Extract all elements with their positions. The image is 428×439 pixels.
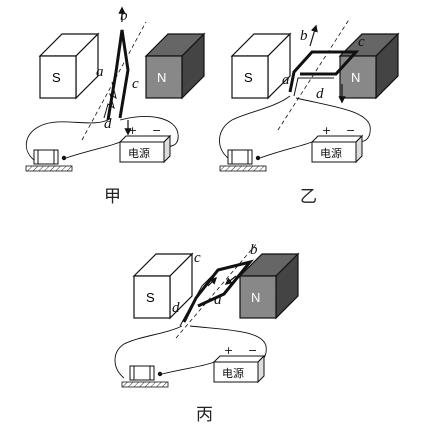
coil-label-b: b [120, 8, 128, 24]
force-arrow-up [309, 24, 318, 47]
magnet-s: S [38, 32, 100, 100]
panel-caption: 乙 [300, 187, 317, 207]
north-pole-label: N [351, 70, 360, 85]
wire-left [114, 325, 183, 379]
coil-label-b: b [250, 242, 258, 258]
panel-yi: S N b a c d [219, 17, 400, 207]
battery-minus: − [248, 344, 257, 357]
south-pole-label: S [52, 70, 61, 85]
coil [179, 259, 255, 327]
coil-label-c: c [132, 76, 139, 92]
coil-label-c: c [194, 250, 201, 266]
wire-left [25, 119, 109, 161]
switch [25, 149, 73, 172]
battery: 电源 + − [212, 344, 266, 384]
battery: 电源 + − [310, 124, 364, 164]
magnet-n: N [338, 32, 400, 100]
battery-minus: − [152, 124, 161, 137]
magnet-n: N [144, 32, 206, 100]
wire-left [219, 95, 291, 159]
battery-minus: − [346, 124, 355, 137]
switch [219, 149, 267, 172]
switch [121, 365, 169, 388]
current-arrow [207, 276, 218, 287]
south-pole-label: S [146, 290, 155, 305]
wire-switch-battery [259, 141, 313, 159]
coil-label-a: a [282, 72, 290, 88]
battery-label: 电源 [128, 146, 150, 160]
battery: 电源 + − [118, 124, 172, 164]
coil-label-b: b [300, 28, 308, 44]
magnet-s: S [132, 252, 194, 320]
panel-jia: S N b a c d [25, 6, 206, 207]
battery-plus: + [224, 344, 233, 357]
wire-switch-battery [161, 361, 215, 375]
magnet-n: N [238, 252, 300, 320]
coil-label-d: d [172, 300, 180, 316]
coil-label-c: c [358, 34, 365, 50]
coil-label-a: a [214, 292, 222, 308]
panel-caption: 甲 [104, 187, 121, 207]
wire-right [295, 97, 371, 142]
current-arrow [224, 275, 237, 285]
rotation-axis [175, 241, 259, 339]
coil-label-a: a [96, 64, 104, 80]
wire-switch-battery [65, 141, 121, 159]
south-pole-label: S [244, 70, 253, 85]
magnet-s: S [230, 32, 292, 100]
battery-plus: + [322, 124, 331, 137]
coil-label-d: d [104, 116, 112, 132]
coil-label-d: d [316, 86, 324, 102]
panel-caption: 丙 [196, 405, 213, 425]
north-pole-label: N [157, 70, 166, 85]
north-pole-label: N [251, 290, 260, 305]
battery-label: 电源 [222, 366, 244, 380]
coil [103, 6, 132, 136]
panel-bing: S N c b d a [114, 241, 300, 425]
rotation-axis [81, 21, 147, 141]
battery-plus: + [128, 124, 137, 137]
coil [288, 24, 360, 104]
battery-label: 电源 [320, 146, 342, 160]
